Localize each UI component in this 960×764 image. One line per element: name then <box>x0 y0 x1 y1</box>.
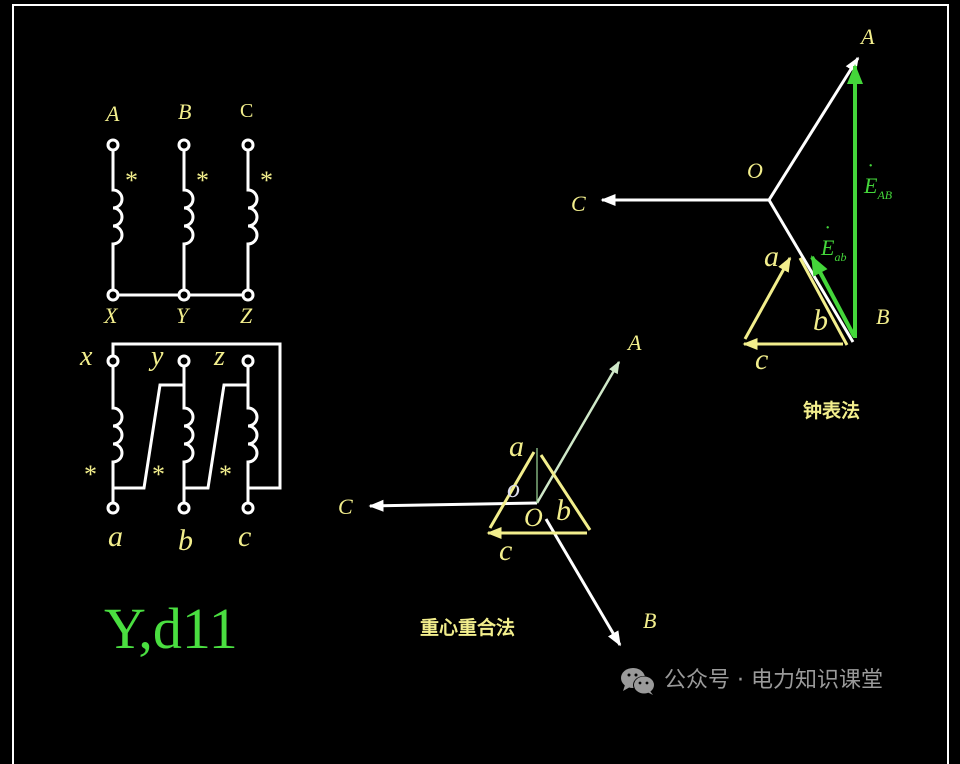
vector-a <box>743 256 792 340</box>
label-E-ab: Eab <box>821 237 846 264</box>
vector-b <box>798 257 849 346</box>
centroid-label-c: c <box>499 534 513 567</box>
label-c: c <box>238 520 252 553</box>
secondary-delta-winding <box>106 342 282 515</box>
label-b: b <box>178 524 193 557</box>
clock-method-phasor <box>600 56 863 350</box>
label-x: x <box>80 341 93 372</box>
diagram-canvas <box>106 56 863 647</box>
clock-label-b: b <box>813 304 828 337</box>
centroid-label-B: B <box>643 608 657 633</box>
label-C: C <box>240 100 254 122</box>
phasor-OB <box>544 518 622 647</box>
label-Z: Z <box>240 303 253 328</box>
vector-E-ab <box>810 255 856 337</box>
polarity-mark-a: * <box>84 460 97 489</box>
centroid-label-O-primary: O <box>524 503 543 532</box>
centroid-label-C: C <box>338 494 353 519</box>
label-a: a <box>108 520 123 553</box>
centroid-method-phasor <box>368 360 622 647</box>
clock-label-B: B <box>876 304 890 329</box>
watermark: 公众号 · 电力知识课堂 <box>620 666 883 696</box>
label-E-AB: EAB <box>864 175 892 202</box>
label-X: X <box>104 303 118 328</box>
primary-star-winding <box>106 138 259 302</box>
watermark-text: 公众号 · 电力知识课堂 <box>664 668 883 693</box>
polarity-mark-A: * <box>125 166 138 195</box>
centroid-method-caption: 重心重合法 <box>420 617 516 639</box>
phasor-OA <box>767 56 860 201</box>
polarity-mark-b: * <box>152 460 165 489</box>
wechat-icon <box>621 668 655 695</box>
centroid-label-o-secondary: o <box>507 474 520 503</box>
polarity-mark-c: * <box>219 460 232 489</box>
polarity-mark-B: * <box>196 166 209 195</box>
triangle-side-b <box>539 454 592 531</box>
phasor-OC <box>368 499 538 512</box>
clock-label-O: O <box>747 158 763 183</box>
centroid-label-b: b <box>556 494 571 527</box>
clock-label-A: A <box>861 24 875 49</box>
phasor-OA <box>535 360 621 504</box>
polarity-mark-C: * <box>260 166 273 195</box>
label-A: A <box>106 101 120 126</box>
clock-label-a: a <box>764 240 779 273</box>
triangle-side-a <box>488 451 536 529</box>
connection-group-title: Y,d11 <box>104 596 238 661</box>
clock-label-c: c <box>755 343 769 376</box>
label-Y: Y <box>176 303 189 328</box>
centroid-label-A: A <box>628 330 642 355</box>
centroid-label-a: a <box>509 430 524 463</box>
slide-border <box>12 4 949 764</box>
clock-method-caption: 钟表法 <box>803 400 861 422</box>
label-B: B <box>178 99 192 124</box>
label-z: z <box>214 341 225 372</box>
label-y: y <box>151 341 164 372</box>
phasor-OB <box>767 199 855 343</box>
clock-label-C: C <box>571 191 586 216</box>
